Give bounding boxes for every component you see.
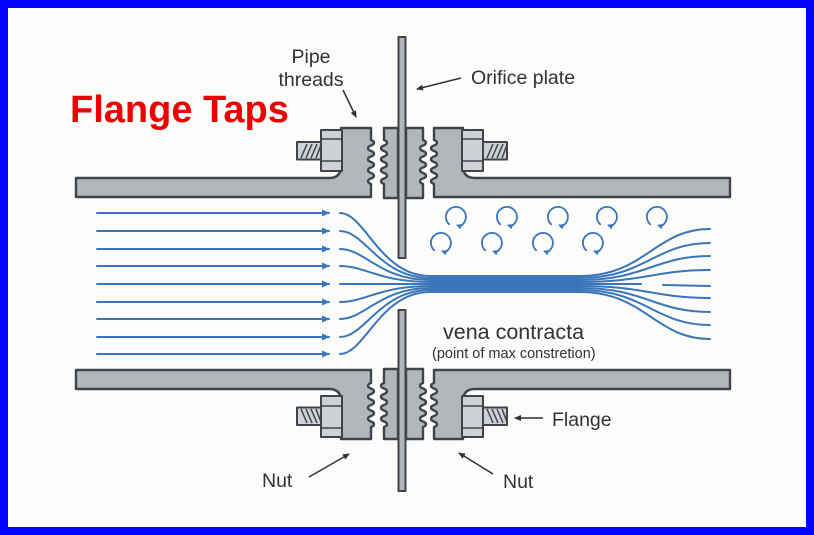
flange-label: Flange [552, 409, 612, 431]
orifice-plate-diagram: Flange Taps Pipe threads Orifice plate v… [70, 36, 732, 493]
orifice-plate-label: Orifice plate [471, 67, 575, 89]
nut-right-label: Nut [503, 471, 534, 493]
pipe-end-threaded-left [379, 126, 400, 200]
bolt-thread-hatch [486, 143, 508, 159]
streamlines-upstream [96, 209, 330, 358]
pipe-end-threaded-right [404, 126, 428, 200]
eddies-bottom-row [431, 233, 603, 252]
pipe-threads-label-line2: threads [278, 69, 343, 91]
nut-left-arrow [308, 453, 350, 478]
streamlines-constriction [339, 212, 711, 355]
bolt-head-upper-right [461, 129, 484, 172]
vena-contracta-note: (point of max constretion) [432, 346, 596, 362]
pipe-threads-label-line1: Pipe [291, 46, 330, 68]
pipe-wall-upper-left-with-flange [74, 126, 376, 199]
nut-left-label: Nut [262, 470, 293, 492]
diagram-title: Flange Taps [70, 89, 289, 131]
pipe-wall-upper-right-with-flange [429, 126, 732, 199]
eddies-top-row [446, 207, 667, 226]
pipe-threads-arrow [342, 89, 357, 118]
orifice-plate-arrow [416, 77, 462, 91]
bolt-thread-hatch [300, 143, 322, 159]
vena-contracta-label: vena contracta [443, 320, 584, 344]
orifice-plate-shape [397, 36, 407, 492]
nut-right-arrow [458, 452, 494, 475]
bolt-head-upper-left [320, 129, 343, 172]
